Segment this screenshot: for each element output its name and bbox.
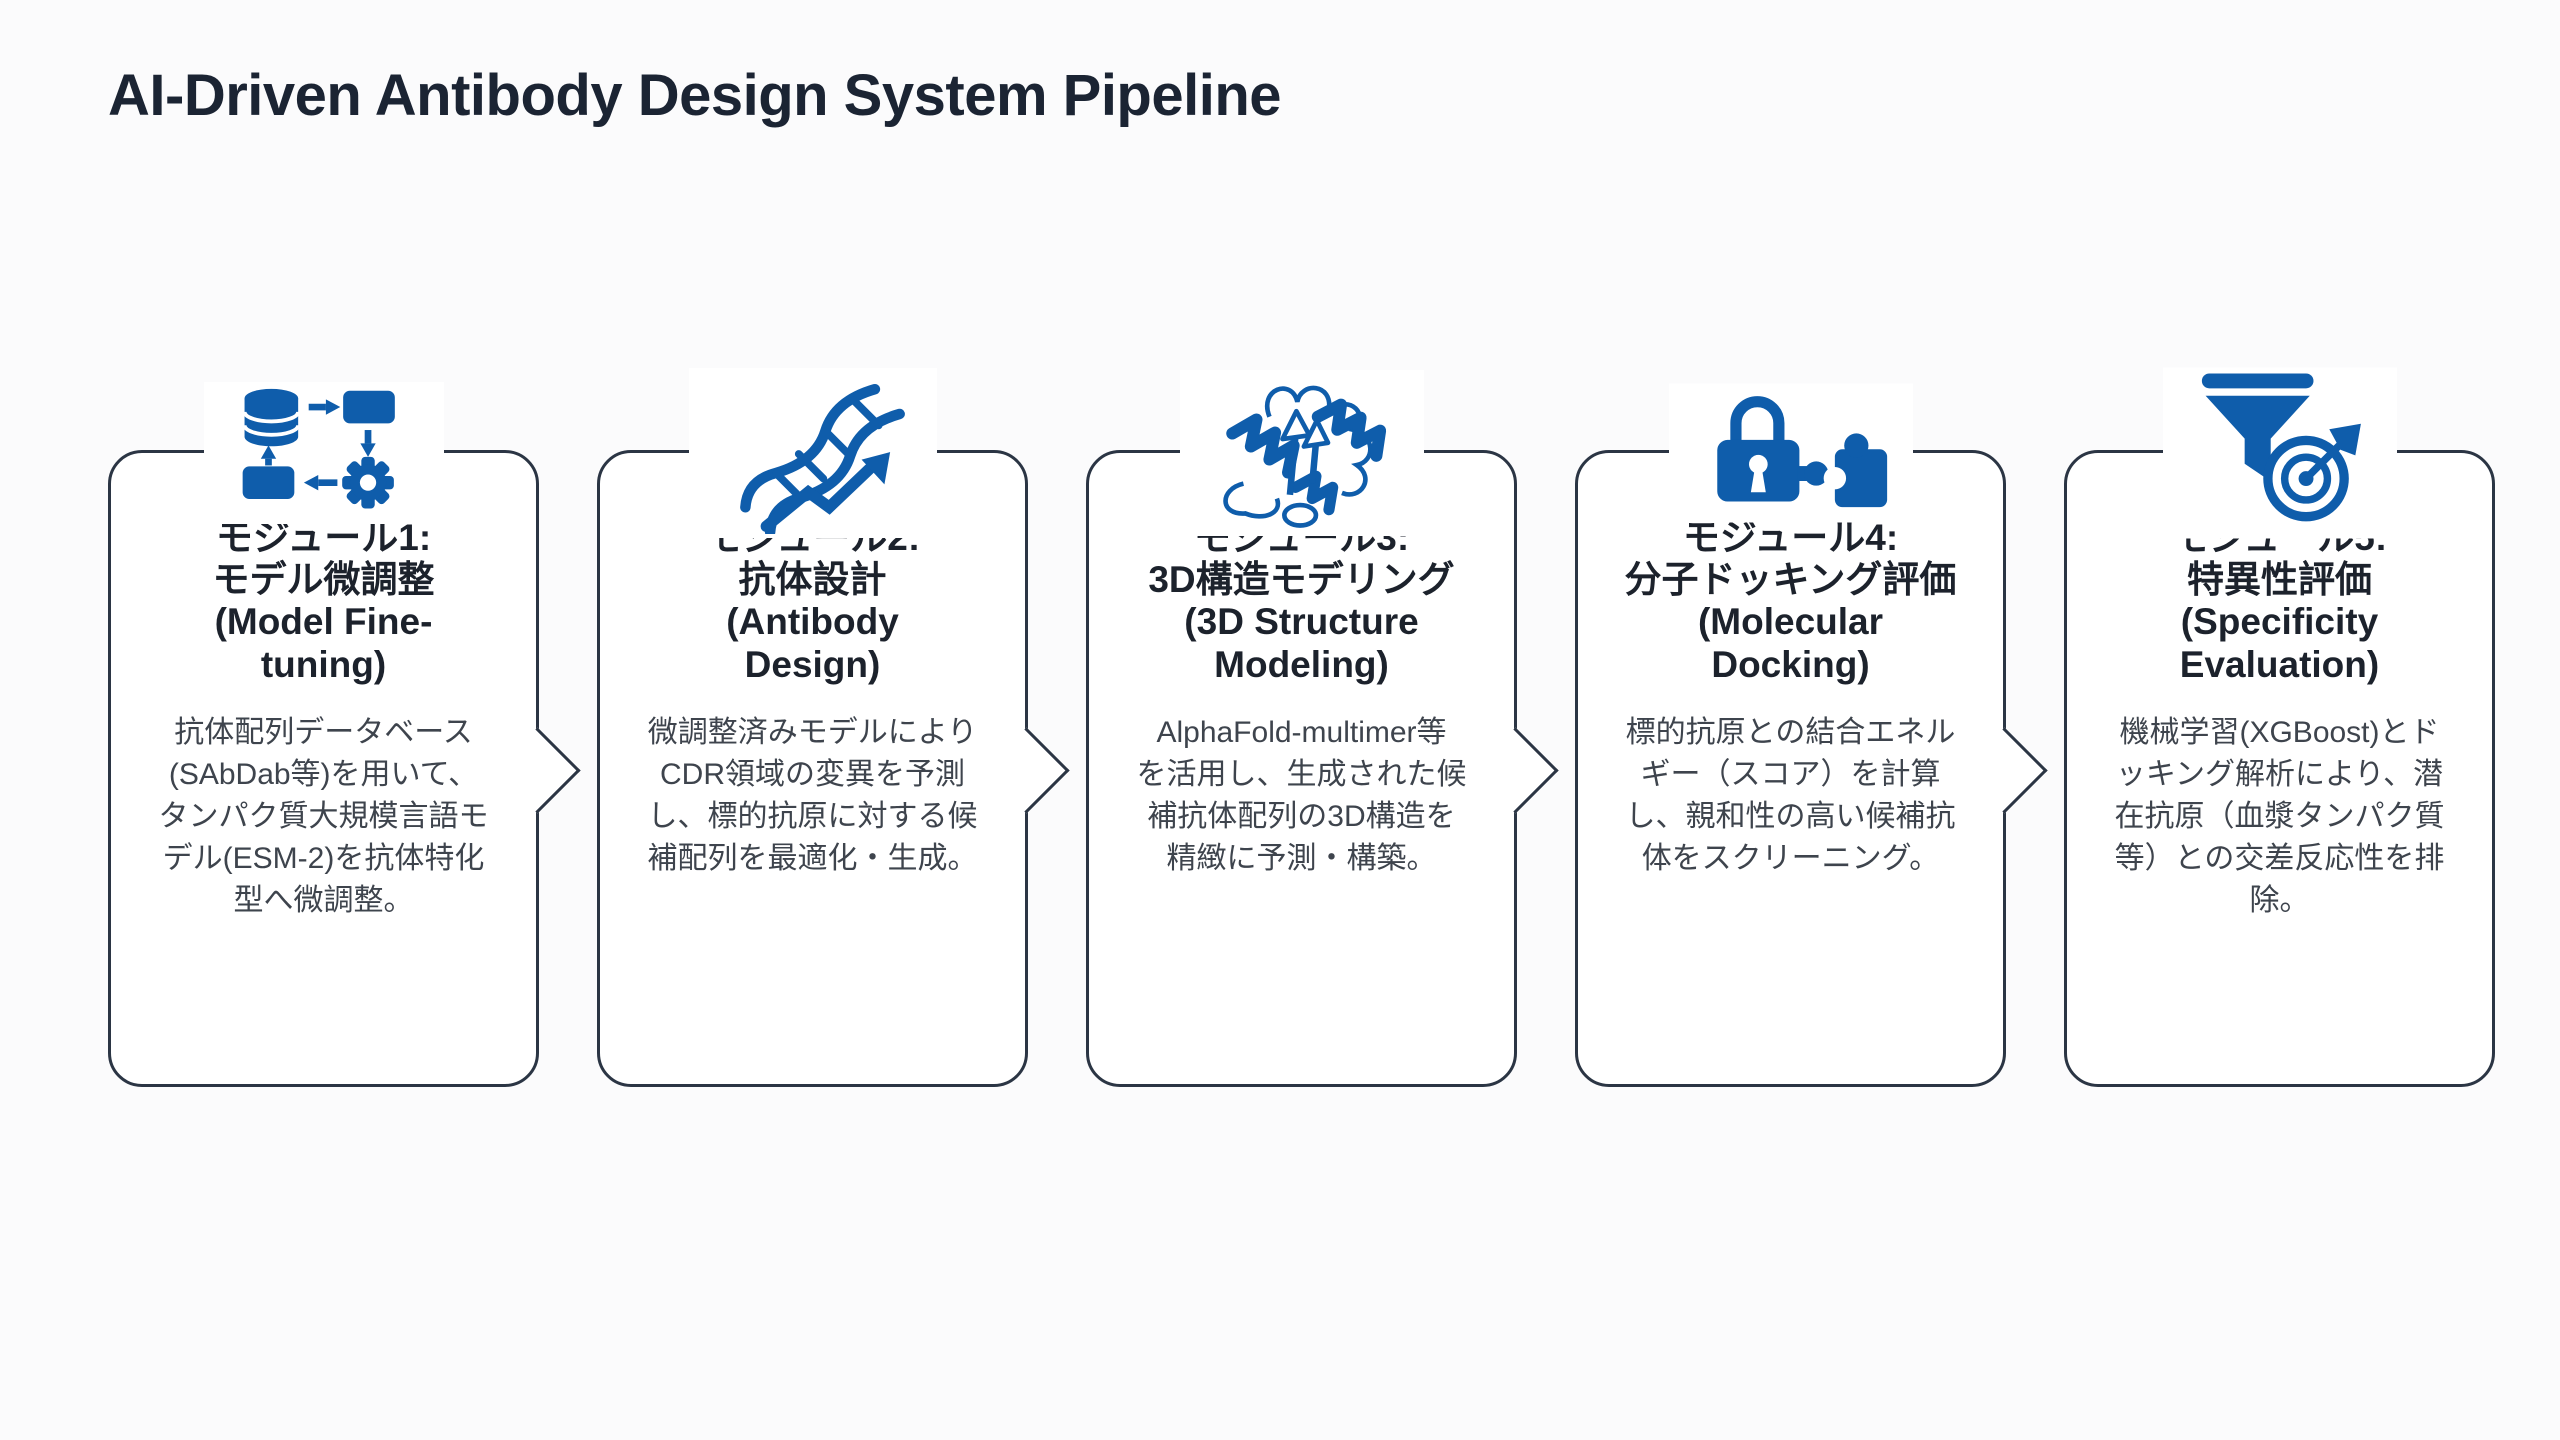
module-description: 微調整済みモデルにより CDR領域の変異を予測 し、標的抗原に対する候 補配列を… — [647, 715, 978, 875]
module-description: 機械学習(XGBoost)とド ッキング解析により、潜 在抗原（血漿タンパク質 … — [2114, 715, 2445, 917]
module-description: 抗体配列データベース (SAbDab等)を用いて、 タンパク質大規模言語モ デル… — [158, 715, 489, 917]
module-card-5: モジュール5: 特異性評価 (Specificity Evaluation) 機… — [2064, 367, 2495, 1087]
lock-puzzle-icon — [1668, 383, 1913, 523]
module-title: モジュール2: 抗体設計 (Antibody Design) — [705, 517, 920, 685]
module-description: 標的抗原との結合エネル ギー（スコア）を計算 し、親和性の高い候補抗 体をスクリ… — [1625, 715, 1956, 875]
module-title: モジュール1: モデル微調整 (Model Fine- tuning) — [212, 517, 435, 685]
module-title: モジュール4: 分子ドッキング評価 (Molecular Docking) — [1624, 517, 1957, 685]
page-title: AI-Driven Antibody Design System Pipelin… — [108, 63, 1282, 128]
module-title: モジュール3: 3D構造モデリング (3D Structure Modeling… — [1148, 517, 1455, 685]
module-card-2: モジュール2: 抗体設計 (Antibody Design) 微調整済みモデルに… — [597, 368, 1070, 1087]
module-card-1: モジュール1: モデル微調整 (Model Fine- tuning) 抗体配列… — [108, 382, 581, 1087]
module-card-4: モジュール4: 分子ドッキング評価 (Molecular Docking) 標的… — [1575, 383, 2048, 1087]
flow-arrow-chevron — [983, 726, 1070, 814]
module-card-3: モジュール3: 3D構造モデリング (3D Structure Modeling… — [1086, 370, 1559, 1087]
dna-trend-arrow-icon — [688, 368, 937, 538]
flow-arrow-chevron — [1961, 726, 2048, 814]
flow-arrow-chevron — [494, 726, 581, 814]
pipeline-diagram: モジュール1: モデル微調整 (Model Fine- tuning) 抗体配列… — [108, 367, 2495, 1087]
flow-arrow-chevron — [1472, 726, 1559, 814]
module-description: AlphaFold-multimer等 を活用し、生成された候 補抗体配列の3D… — [1136, 715, 1467, 875]
module-title: モジュール5: 特異性評価 (Specificity Evaluation) — [2172, 517, 2387, 685]
model-training-cycle-icon — [203, 382, 444, 524]
protein-ribbon-icon — [1179, 370, 1424, 536]
funnel-target-icon — [2162, 367, 2397, 539]
